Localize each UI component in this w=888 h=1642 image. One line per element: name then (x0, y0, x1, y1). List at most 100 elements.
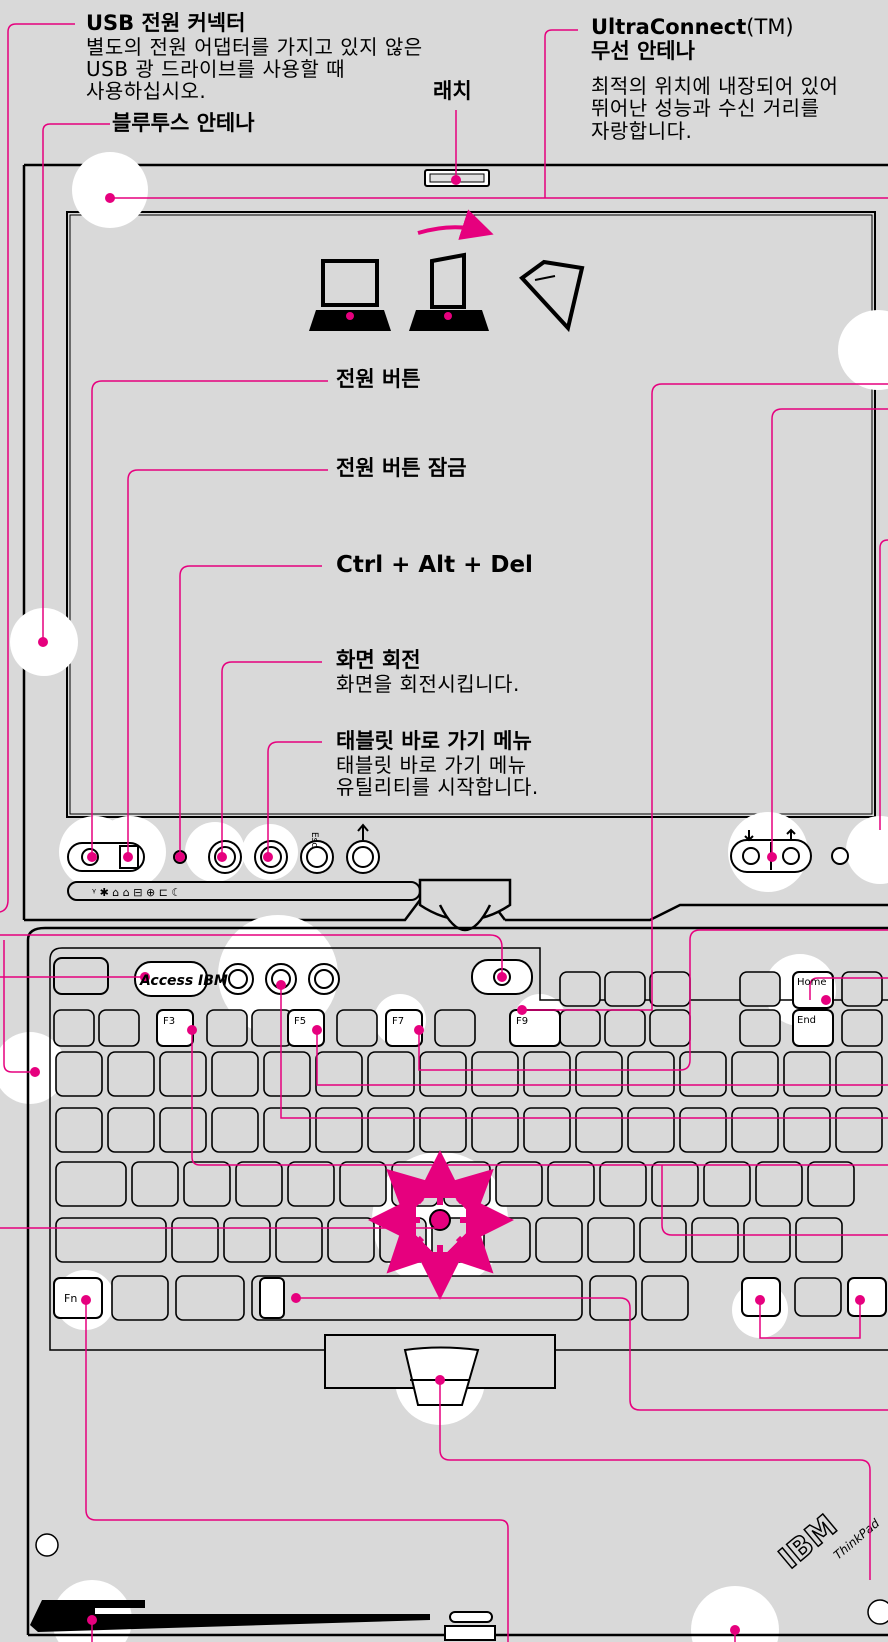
key (211, 1107, 259, 1153)
key (107, 1107, 155, 1153)
key (263, 1107, 311, 1153)
callout-ctrl-alt-del: Ctrl + Alt + Del (336, 552, 533, 578)
key (575, 1107, 623, 1153)
key (471, 1107, 519, 1153)
f7-label: F7 (392, 1016, 404, 1027)
key (206, 1009, 248, 1047)
key (55, 1217, 167, 1263)
key (211, 1051, 259, 1097)
key (315, 1107, 363, 1153)
callout-ultraconnect: UltraConnect(TM) 무선 안테나 최적의 위치에 내장되어 있어 … (591, 15, 838, 143)
key (53, 1009, 95, 1047)
key (604, 971, 646, 1007)
ultraconnect-desc-3: 자랑합니다. (591, 118, 693, 143)
key (98, 1009, 140, 1047)
key (275, 1217, 323, 1263)
usb-power-desc-2: USB 광 드라이브를 사용할 때 (86, 56, 345, 81)
keyboard-well (49, 947, 888, 1351)
key (547, 1161, 595, 1207)
callout-latch: 래치 (433, 79, 472, 103)
hinge (418, 878, 512, 932)
key (111, 1275, 169, 1321)
key (755, 1161, 803, 1207)
key (367, 1107, 415, 1153)
key (336, 1009, 378, 1047)
callout-screen-rotation: 화면 회전 화면을 회전시킵니다. (336, 648, 520, 696)
key (183, 1161, 231, 1207)
key (471, 1051, 519, 1097)
key (495, 1161, 543, 1207)
key (743, 1217, 791, 1263)
key (434, 1009, 476, 1047)
svg-text:IBM: IBM (773, 1508, 844, 1576)
key (575, 1051, 623, 1097)
key (807, 1161, 855, 1207)
key (835, 1107, 883, 1153)
key (535, 1217, 583, 1263)
laptop-mode-icon (309, 259, 391, 331)
leader-lines (0, 23, 888, 1642)
screen-rotation-desc: 화면을 회전시킵니다. (336, 671, 520, 696)
key (649, 971, 691, 1007)
key (783, 1051, 831, 1097)
key (641, 1275, 689, 1321)
key (159, 1051, 207, 1097)
key (263, 1051, 311, 1097)
trackpoint-arrow-icon (368, 1150, 514, 1300)
key (559, 1009, 601, 1047)
ultraconnect-title-line2: 무선 안테나 (591, 38, 695, 63)
f9-label: F9 (516, 1016, 528, 1027)
key (251, 1009, 293, 1047)
pen-eject-button (444, 1611, 496, 1641)
key (639, 1217, 687, 1263)
callout-usb-power: USB 전원 커넥터 별도의 전원 어댑터를 가지고 있지 않은 USB 광 드… (86, 11, 423, 102)
key (315, 1051, 363, 1097)
key (649, 1009, 691, 1047)
rotate-arrow-icon (417, 209, 494, 240)
callout-power-button: 전원 버튼 (336, 367, 421, 391)
status-led (35, 1533, 59, 1557)
key (171, 1217, 219, 1263)
svg-text:ᵞ ✱ ⌂ ⌂ ⊟ ⊕ ⊏ ☾: ᵞ ✱ ⌂ ⌂ ⊟ ⊕ ⊏ ☾ (92, 886, 181, 899)
key (223, 1217, 271, 1263)
key (604, 1009, 646, 1047)
key (483, 1217, 531, 1263)
digitizer-pen (30, 1600, 430, 1632)
screen-rotation-title: 화면 회전 (336, 648, 421, 672)
usb-power-desc-1: 별도의 전원 어댑터를 가지고 있지 않은 (86, 34, 423, 59)
corner-screw (867, 1599, 888, 1625)
ultraconnect-title-main: UltraConnect (591, 15, 747, 39)
key (739, 1009, 781, 1047)
ibm-logo: IBM ThinkPad (772, 1507, 882, 1576)
key (159, 1107, 207, 1153)
key (367, 1051, 415, 1097)
callout-tablet-menu: 태블릿 바로 가기 메뉴 태블릿 바로 가기 메뉴 유틸리티를 시작합니다. (336, 729, 539, 799)
key (835, 1051, 883, 1097)
key (339, 1161, 387, 1207)
access-ibm-label: Access IBM (139, 973, 228, 989)
rotate-button-arrow-icon (357, 823, 369, 840)
key (783, 1107, 831, 1153)
key (523, 1107, 571, 1153)
key (419, 1051, 467, 1097)
key (651, 1161, 699, 1207)
key (795, 1217, 843, 1263)
key (794, 1277, 842, 1317)
key (559, 971, 601, 1007)
key (841, 971, 883, 1007)
key (55, 1107, 103, 1153)
special-keys (53, 971, 887, 1319)
key (691, 1217, 739, 1263)
trackpoint (429, 1209, 451, 1231)
key (523, 1051, 571, 1097)
key (131, 1161, 179, 1207)
callout-bluetooth: 블루투스 안테나 (112, 111, 255, 135)
tablet-menu-desc-2: 유틸리티를 시작합니다. (336, 774, 539, 799)
key (731, 1051, 779, 1097)
usb-power-title: USB 전원 커넥터 (86, 11, 246, 35)
key (731, 1107, 779, 1153)
lock-arrows-icon (744, 828, 796, 842)
esc-button-label: Esc (309, 832, 319, 847)
